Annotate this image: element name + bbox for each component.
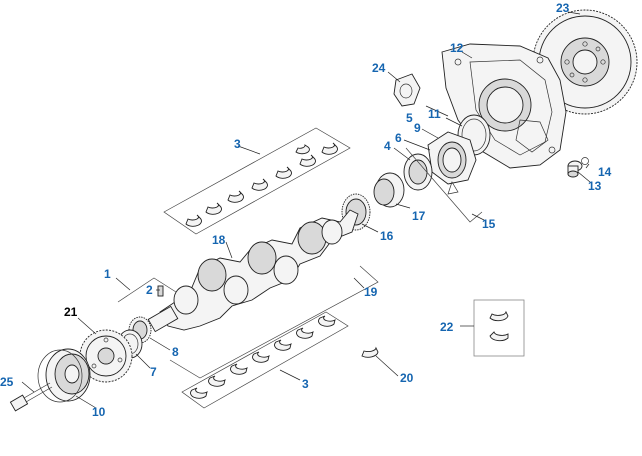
- callout-14: 14: [598, 165, 612, 179]
- leader-lines: [21, 11, 591, 409]
- callout-11: 11: [428, 107, 441, 121]
- callout-5: 5: [406, 111, 413, 125]
- callout-3-upper: 3: [234, 137, 241, 151]
- callout-labels: 23 12 24 11 9 5 6 4 14 13 17 15 16 18 19…: [0, 1, 612, 419]
- callout-15: 15: [482, 217, 496, 231]
- o-ring: [581, 157, 589, 165]
- seal-carrier: [427, 131, 477, 195]
- crankshaft: [147, 209, 359, 333]
- callout-12: 12: [450, 41, 464, 55]
- rear-seal-bracket: [405, 147, 483, 223]
- callout-17: 17: [412, 209, 426, 223]
- vibration-damper: [37, 348, 91, 403]
- key: [157, 285, 164, 297]
- gasket: [393, 73, 421, 107]
- tone-wheel: [79, 329, 133, 383]
- front-assembly-bracket: [117, 277, 177, 303]
- callout-18: 18: [212, 233, 226, 247]
- callout-23: 23: [556, 1, 570, 15]
- crankshaft-assembly-bracket: [169, 265, 379, 379]
- callout-3-lower: 3: [302, 377, 309, 391]
- plug: [567, 160, 583, 178]
- bearing-set-upper: [163, 127, 351, 235]
- callout-24: 24: [372, 61, 386, 75]
- bearing-set-lower: [181, 311, 349, 409]
- damper-bolt: [9, 382, 53, 412]
- callout-7: 7: [150, 365, 157, 379]
- callout-13: 13: [588, 179, 602, 193]
- callout-20: 20: [400, 371, 414, 385]
- callout-19: 19: [364, 285, 378, 299]
- callout-16: 16: [380, 229, 394, 243]
- thrust-bearing: [361, 346, 379, 358]
- callout-8: 8: [172, 345, 179, 359]
- callout-2: 2: [146, 283, 153, 297]
- callout-6: 6: [395, 131, 402, 145]
- callout-25: 25: [0, 375, 14, 389]
- callout-4: 4: [384, 139, 391, 153]
- callout-1: 1: [104, 267, 111, 281]
- callout-21: 21: [64, 305, 78, 319]
- callout-9: 9: [414, 121, 421, 135]
- callout-10: 10: [92, 405, 106, 419]
- callout-22: 22: [440, 320, 454, 334]
- wear-sleeve: [373, 172, 405, 208]
- bearing-detail-box: [473, 299, 525, 357]
- rear-oil-seal: [403, 153, 433, 191]
